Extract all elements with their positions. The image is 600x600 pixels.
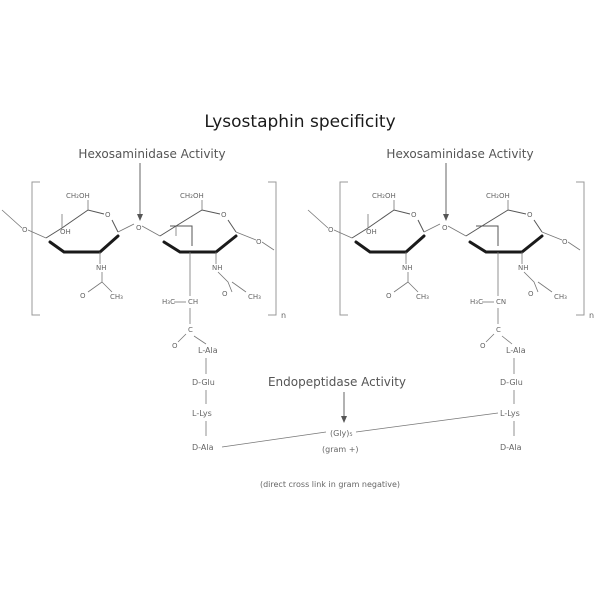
- ch3-ring-3: CH₃: [416, 293, 429, 301]
- ch3-ring-1: CH₃: [110, 293, 123, 301]
- ch3-ring-4: CH₃: [554, 293, 567, 301]
- glycosidic-o-end-right: O: [562, 238, 568, 246]
- glycosidic-o-end-left: O: [256, 238, 262, 246]
- peptide-left-l-lys: L-Lys: [192, 409, 212, 418]
- endopeptidase-label: Endopeptidase Activity: [268, 375, 406, 389]
- ch3-ring-2: CH₃: [248, 293, 261, 301]
- peptide-right-d-ala: D-Ala: [500, 443, 522, 452]
- nh-ring-3: NH: [402, 264, 413, 272]
- ring-o-1: O: [105, 211, 111, 219]
- cn-lactyl-right: CN: [496, 298, 506, 306]
- peptide-left-d-glu: D-Glu: [192, 378, 215, 387]
- ring-o-3: O: [411, 211, 417, 219]
- o-lactyl-left: O: [172, 342, 178, 350]
- h3c-lactyl-left: H₃C: [162, 298, 175, 306]
- peptide-right-l-ala: L-Ala: [506, 346, 526, 355]
- nh-ring-4: NH: [518, 264, 529, 272]
- endopeptidase-arrowhead: [341, 416, 347, 423]
- c-lactyl-left: C: [188, 326, 193, 334]
- repeat-n-left: n: [281, 311, 286, 320]
- hexosaminidase-label-left: Hexosaminidase Activity: [78, 147, 225, 161]
- o-lactyl-right: O: [480, 342, 486, 350]
- glycan-unit-left: n O O CH₂OH OH NH O CH₃ O O CH₂OH O: [1, 181, 286, 452]
- ch-lactyl-left: CH: [188, 298, 198, 306]
- ch2oh-ring-4: CH₂OH: [486, 192, 510, 200]
- glycosidic-o-right: O: [442, 224, 448, 232]
- oh-ring-1: OH: [60, 228, 71, 236]
- ch2oh-ring-1: CH₂OH: [66, 192, 90, 200]
- hexosaminidase-label-right: Hexosaminidase Activity: [386, 147, 533, 161]
- h3c-lactyl-right: H₃C: [470, 298, 483, 306]
- ch2oh-ring-2: CH₂OH: [180, 192, 204, 200]
- o-carbonyl-1: O: [80, 292, 86, 300]
- glycosidic-o-outer-right: O: [328, 226, 334, 234]
- cross-bridge-left: [221, 431, 327, 448]
- repeat-n-right: n: [589, 311, 594, 320]
- oh-ring-3: OH: [366, 228, 377, 236]
- footnote: (direct cross link in gram negative): [260, 480, 400, 489]
- glycosidic-o-outer-left: O: [22, 226, 28, 234]
- peptide-right-d-glu: D-Glu: [500, 378, 523, 387]
- c-lactyl-right: C: [496, 326, 501, 334]
- glycan-unit-right: n O O CH₂OH OH NH O CH₃ O O CH₂OH O N: [307, 181, 594, 452]
- hexosaminidase-arrowhead-right: [443, 214, 449, 221]
- gly-bridge: (Gly)₅: [330, 429, 353, 438]
- hexosaminidase-arrowhead-left: [137, 214, 143, 221]
- nh-ring-1: NH: [96, 264, 107, 272]
- ring-o-2: O: [221, 211, 227, 219]
- nh-ring-2: NH: [212, 264, 223, 272]
- peptide-right-l-lys: L-Lys: [500, 409, 520, 418]
- peptide-left-l-ala: L-Ala: [198, 346, 218, 355]
- ring-o-4: O: [527, 211, 533, 219]
- cross-bridge-right: [355, 412, 499, 433]
- ch2oh-ring-3: CH₂OH: [372, 192, 396, 200]
- glycosidic-o-left: O: [136, 224, 142, 232]
- gram-positive-note: (gram +): [322, 445, 359, 454]
- page-title: Lysostaphin specificity: [204, 112, 395, 132]
- o-carbonyl-4: O: [528, 290, 534, 298]
- o-carbonyl-2: O: [222, 290, 228, 298]
- o-carbonyl-3: O: [386, 292, 392, 300]
- peptide-left-d-ala: D-Ala: [192, 443, 214, 452]
